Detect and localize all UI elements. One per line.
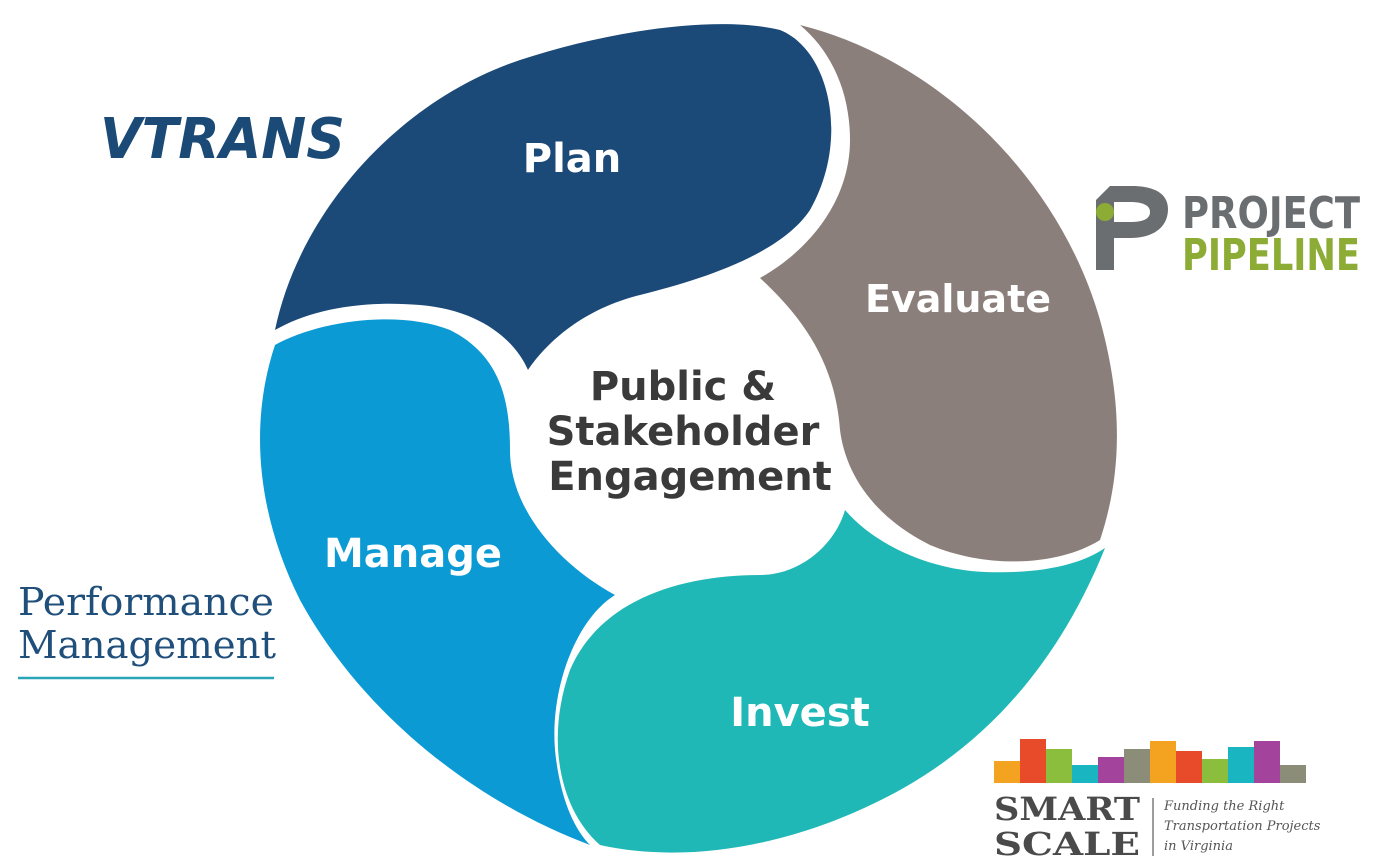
smart-scale-logo: SMART SCALE Funding the Right Transporta… <box>994 739 1321 863</box>
evaluate-segment[interactable] <box>760 25 1117 562</box>
center-line-3: Engagement <box>548 454 832 500</box>
pipeline-p-icon <box>1096 186 1168 270</box>
plan-label: Plan <box>523 136 622 182</box>
smart-scale-line2: SCALE <box>994 825 1140 863</box>
smart-scale-line1: SMART <box>994 790 1140 828</box>
smart-scale-bar <box>1098 757 1124 783</box>
smart-scale-bar <box>1020 739 1046 783</box>
project-pipeline-logo: PROJECT PIPELINE <box>1096 186 1360 281</box>
smart-scale-bar <box>1046 749 1072 783</box>
smart-scale-tag-3: in Virginia <box>1164 839 1233 854</box>
pipeline-line1: PROJECT <box>1182 188 1360 239</box>
manage-segment[interactable] <box>260 319 615 845</box>
vtrans-logo: VTRANS <box>100 107 345 172</box>
center-line-1: Public & <box>590 364 776 410</box>
invest-label: Invest <box>730 690 870 736</box>
smart-scale-bar <box>1124 749 1150 783</box>
smart-scale-tag-1: Funding the Right <box>1163 799 1285 814</box>
perf-line2: Management <box>18 623 276 667</box>
evaluate-label: Evaluate <box>865 277 1051 321</box>
pipeline-line2: PIPELINE <box>1182 230 1360 281</box>
svg-text:VTRANS: VTRANS <box>100 107 345 172</box>
smart-scale-bars <box>994 739 1306 783</box>
plan-segment[interactable] <box>275 24 832 371</box>
smart-scale-bar <box>1176 751 1202 783</box>
smart-scale-bar <box>1072 765 1098 783</box>
smart-scale-bar <box>1150 741 1176 783</box>
center-line-2: Stakeholder <box>547 409 820 455</box>
smart-scale-bar <box>1228 747 1254 783</box>
performance-management-logo: Performance Management <box>18 580 276 680</box>
smart-scale-bar <box>1280 765 1306 783</box>
smart-scale-tag-2: Transportation Projects <box>1164 819 1321 834</box>
invest-segment[interactable] <box>557 510 1105 853</box>
smart-scale-bar <box>994 761 1020 783</box>
smart-scale-bar <box>1254 741 1280 783</box>
smart-scale-bar <box>1202 759 1228 783</box>
manage-label: Manage <box>324 531 502 577</box>
perf-line1: Performance <box>18 580 274 624</box>
